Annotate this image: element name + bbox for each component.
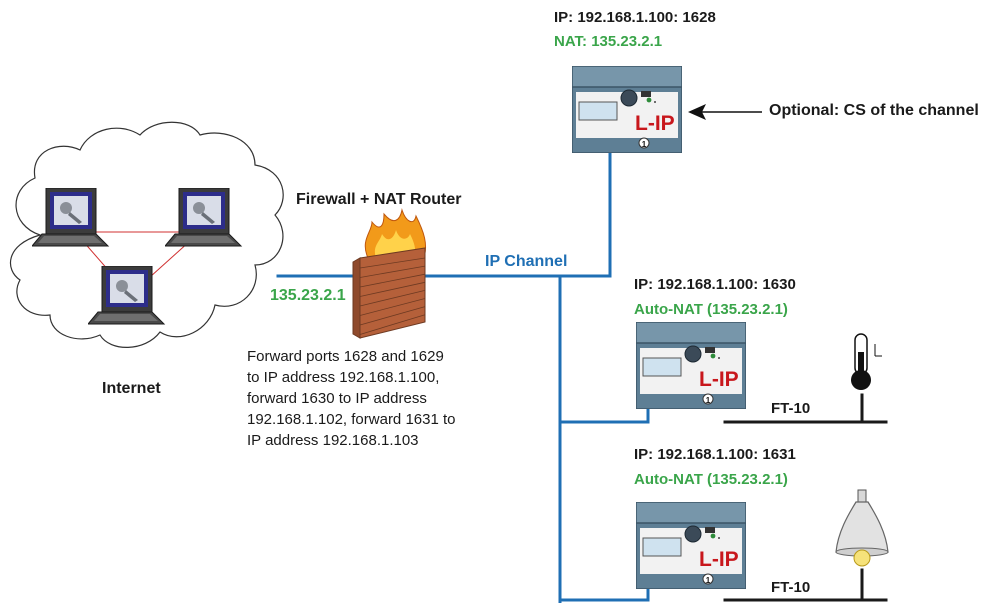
arrow-left-icon [688, 104, 762, 120]
device-1-nat: NAT: 135.23.2.1 [554, 33, 663, 50]
note-line: forward 1630 to IP address [247, 390, 427, 407]
brick-row [359, 298, 426, 316]
internet-label: Internet [102, 380, 161, 397]
note-line: 192.168.1.102, forward 1631 to [247, 411, 456, 428]
note-line: to IP address 192.168.1.100, [247, 369, 440, 386]
thermo-bulb [851, 370, 871, 390]
device-3-ip: IP: 192.168.1.100: 1631 [634, 446, 796, 463]
device-badge: 1 [642, 140, 647, 149]
ip-channel-label: IP Channel [485, 253, 568, 270]
note-line: Forward ports 1628 and 1629 [247, 348, 444, 365]
port-forward-note: Forward ports 1628 and 1629 to IP addres… [247, 346, 497, 451]
lip-device-3: L-IP 1 [636, 502, 746, 589]
device-1-ip: IP: 192.168.1.100: 1628 [554, 9, 716, 26]
lamp-cap [857, 489, 867, 503]
brick-wall-side [352, 257, 361, 339]
brick-row [359, 265, 426, 278]
device-logo: L-IP [699, 368, 739, 391]
device-logo: L-IP [635, 112, 675, 135]
brick-row [359, 314, 426, 335]
device-logo: L-IP [699, 548, 739, 571]
brick-row [359, 290, 426, 307]
brick-row [359, 281, 426, 297]
lamp-icon [835, 489, 889, 567]
brick-row [359, 306, 426, 326]
brick-row [359, 257, 426, 269]
device-3-ft-label: FT-10 [771, 579, 811, 596]
device-2-nat: Auto-NAT (135.23.2.1) [634, 301, 788, 318]
thermometer-icon [851, 333, 882, 390]
lip-device-2: L-IP 1 [636, 322, 746, 409]
firewall-icon [352, 208, 427, 339]
lip-device-1: L-IP 1 [572, 66, 682, 153]
device-3-nat: Auto-NAT (135.23.2.1) [634, 471, 788, 488]
device-body [636, 502, 746, 589]
note-line: IP address 192.168.1.103 [247, 432, 419, 449]
device-badge: 1 [706, 576, 711, 585]
optional-cs-label: Optional: CS of the channel [769, 102, 979, 119]
lamp-shade [835, 501, 889, 553]
device-badge: 1 [706, 396, 711, 405]
brick-row [359, 273, 426, 288]
device-body [572, 66, 682, 153]
internet-cloud [10, 121, 284, 348]
thermo-mercury [858, 352, 864, 376]
device-2-ip: IP: 192.168.1.100: 1630 [634, 276, 796, 293]
arrow-head [688, 104, 706, 120]
public-ip-label: 135.23.2.1 [270, 287, 346, 304]
cloud-outline [10, 121, 284, 348]
device-body [636, 322, 746, 409]
device-2-ft-label: FT-10 [771, 400, 811, 417]
lamp-bulb [853, 549, 871, 567]
firewall-title: Firewall + NAT Router [296, 191, 462, 208]
